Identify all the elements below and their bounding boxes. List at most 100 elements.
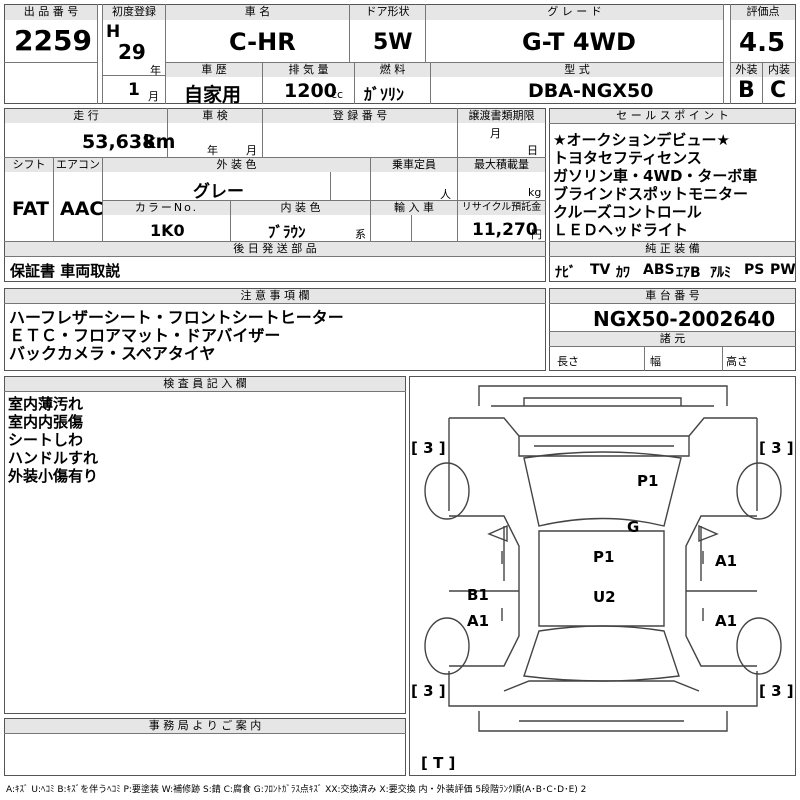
sales-frame (549, 108, 796, 282)
chassis-frame (549, 288, 796, 371)
equip-item: ｱﾙﾐ (710, 265, 731, 281)
model-code: DBA-NGX50 (528, 80, 654, 102)
sales-point: ガソリン車・4WD・ターボ車 (553, 167, 758, 185)
cc-unit: cc (331, 88, 344, 101)
cc-label: 排 気 量 (263, 63, 354, 77)
transfer-label: 譲渡書類期限 (458, 109, 545, 123)
name-label: 車 名 (166, 5, 349, 20)
history: 自家用 (184, 84, 242, 106)
legend: A:ｷｽﾞ U:ﾍｺﾐ B:ｷｽﾞを伴うﾍｺﾐ P:要塗装 W:補修跡 S:錆 … (6, 785, 587, 795)
tire-mark-fl: [ 3 ] (411, 439, 446, 457)
load-label: 最大積載量 (458, 158, 545, 172)
year-unit: 年 (150, 64, 161, 77)
ext-label: 外装 (731, 63, 762, 77)
recycle-fee: 11,270 (472, 220, 538, 240)
insp-year-unit: 年 (207, 144, 218, 157)
inspector-line: 室内内張傷 (8, 413, 84, 431)
era-mark: H (106, 22, 121, 42)
insp-month-unit: 月 (246, 144, 257, 157)
equip-item: TV (590, 262, 611, 278)
lot-label: 出 品 番 号 (5, 5, 97, 20)
capacity-unit: 人 (440, 188, 451, 201)
body-color: グレー (193, 182, 244, 202)
width-label: 幅 (650, 355, 661, 368)
mileage-unit: km (143, 131, 176, 153)
shift-label: シフト (5, 158, 53, 172)
ac-label: エアコン (54, 158, 102, 172)
equip-item: ｴｱB (676, 265, 701, 281)
equip-item: ｶﾜ (616, 265, 630, 281)
int-grade: C (770, 78, 787, 103)
score: 4.5 (739, 28, 786, 58)
note-line: ハーフレザーシート・フロントシートヒーター (9, 308, 344, 327)
sales-point: ＬＥＤヘッドライト (553, 221, 689, 239)
shift: FAT (12, 198, 49, 220)
inspector-line: シートしわ (8, 431, 84, 449)
office-label: 事 務 局 よ り ご 案 内 (5, 719, 405, 733)
displacement: 1200 (284, 80, 337, 102)
damage-mark: U2 (593, 588, 616, 606)
import-label: 輸 入 車 (371, 201, 457, 215)
tire-mark-rl: [ 3 ] (411, 682, 446, 700)
notes-label: 注 意 事 項 欄 (5, 289, 545, 303)
note-line: バックカメラ・スペアタイヤ (9, 344, 216, 363)
reg-year: 29 (118, 40, 146, 64)
later-parts: 保証書 車両取説 (10, 262, 121, 280)
damage-mark: A1 (715, 612, 737, 630)
color-number: 1K0 (150, 221, 185, 240)
length-label: 長さ (557, 355, 579, 368)
int-label: 内装 (763, 63, 795, 77)
height-label: 高さ (726, 355, 748, 368)
capacity-label: 乗車定員 (371, 158, 457, 172)
transfer-month-unit: 月 (490, 127, 501, 140)
score-label: 評価点 (731, 5, 795, 20)
model-label: 型 式 (431, 63, 723, 77)
damage-mark: G (627, 518, 639, 536)
sales-point: トヨタセフティセンス (553, 149, 702, 167)
equip-item: ABS (643, 262, 675, 278)
reg-label: 初度登録 (103, 5, 165, 20)
equip-item: ﾅﾋﾞ (555, 265, 576, 281)
door-label: ドア形状 (350, 5, 425, 20)
color-label: 外 装 色 (103, 158, 370, 172)
lot-number: 2259 (14, 24, 92, 57)
equip-item: PW (770, 262, 796, 278)
reg-month: 1 (128, 80, 140, 100)
fuel-label: 燃 料 (355, 63, 430, 77)
mileage-label: 走 行 (5, 109, 167, 123)
inspector-label: 検 査 員 記 入 欄 (5, 377, 405, 391)
chassis-number: NGX50-2002640 (593, 307, 776, 331)
sales-label: セ ー ル ス ポ イ ン ト (550, 109, 795, 123)
damage-mark: A1 (715, 552, 737, 570)
inspector-line: ハンドルすれ (8, 449, 99, 467)
chassis-label: 車 台 番 号 (550, 289, 795, 303)
spec-label: 諸 元 (550, 332, 795, 346)
recycle-label: リサイクル預託金 (458, 201, 545, 215)
note-line: ＥＴＣ・フロアマット・ドアバイザー (9, 326, 281, 345)
grade: G-T 4WD (522, 28, 636, 56)
damage-mark: B1 (467, 586, 489, 604)
transfer-day-unit: 日 (527, 144, 538, 157)
inspector-line: 室内薄汚れ (8, 395, 84, 413)
equip-item: PS (744, 262, 765, 278)
load-unit: kg (528, 186, 542, 199)
tire-mark-fr: [ 3 ] (759, 439, 794, 457)
history-label: 車 歴 (166, 63, 262, 77)
tire-mark-rr: [ 3 ] (759, 682, 794, 700)
fuel: ｶﾞｿﾘﾝ (364, 85, 405, 104)
inspector-line: 外装小傷有り (8, 467, 99, 485)
month-unit: 月 (148, 90, 159, 103)
inspector-frame (4, 376, 406, 714)
sales-point: ブラインドスポットモニター (553, 185, 749, 203)
grade-label: グ レ ー ド (426, 5, 723, 20)
diagram-frame (409, 376, 796, 776)
mileage: 53,638 (82, 131, 156, 153)
air-conditioner: AAC (60, 198, 104, 220)
equipment-label: 純 正 装 備 (550, 242, 795, 256)
office-frame (4, 718, 406, 776)
damage-mark: P1 (637, 472, 658, 490)
car-diagram: [ 3 ] [ 3 ] [ 3 ] [ 3 ] [ T ] P1 G P1 U2… (411, 385, 794, 772)
intcolor-suffix: 系 (355, 228, 366, 241)
regno-label: 登 録 番 号 (263, 109, 457, 123)
intcolor-label: 内 装 色 (231, 201, 370, 215)
